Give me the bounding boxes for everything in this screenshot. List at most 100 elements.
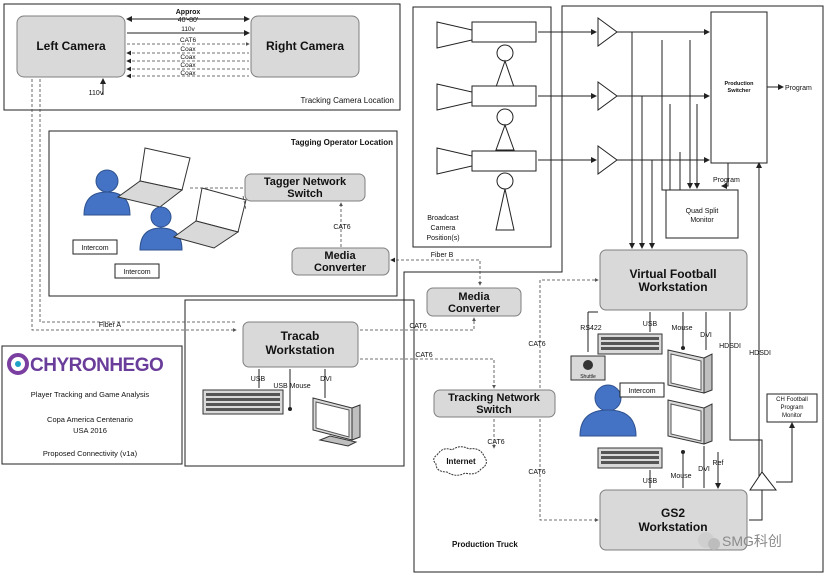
- link-coax-3-label: Coax: [180, 62, 196, 69]
- intercom-1-label: Intercom: [81, 245, 108, 252]
- mouse-icon-vfw: [681, 346, 685, 350]
- mouse-icon-gs2: [681, 450, 685, 454]
- link-110v-label: 110v: [181, 26, 195, 33]
- tagger-switch-label-2: Switch: [287, 188, 323, 200]
- rs422-label: RS422: [580, 325, 602, 332]
- brand-line-1: Player Tracking and Game Analysis: [31, 390, 150, 399]
- chyronhego-logo-text: CHYRONHEGO: [30, 355, 163, 376]
- ch-monitor-box: [766, 393, 818, 423]
- da1-to-vfw: [617, 31, 635, 249]
- left-camera-box: [16, 15, 126, 78]
- quad-split-label-2: Monitor: [690, 217, 714, 224]
- media-converter-tag-box: [291, 247, 390, 276]
- gs2-label-2: Workstation: [638, 520, 707, 534]
- camera-distance-line1: Approx: [176, 9, 201, 16]
- cat6-lower-label: CAT6: [528, 469, 545, 476]
- link-cat6-label: CAT6: [180, 37, 197, 44]
- cat6-tracab-switch-line: [360, 358, 496, 389]
- link-coax-4-label: Coax: [180, 70, 196, 77]
- shuttle-label: Shuttle: [580, 374, 596, 380]
- dvi-gs2-label: DVI: [698, 466, 710, 473]
- chyronhego-logo-icon: [7, 353, 29, 375]
- gs2-to-amp: [749, 490, 763, 521]
- tracking-switch-label-2: Switch: [476, 404, 512, 416]
- switcher-to-quad: [721, 163, 729, 189]
- laptop-icon-2: [172, 187, 247, 249]
- da1-to-quad: [661, 40, 684, 191]
- vfw-label-2: Workstation: [638, 280, 707, 294]
- tracab-label-1: Tracab: [281, 329, 320, 343]
- cat6-switch-internet-label: CAT6: [487, 439, 504, 446]
- production-switcher-label-2: Switcher: [728, 88, 752, 94]
- media-converter-tag-label-1: Media: [324, 250, 356, 262]
- cat6-tracab-switch-label: CAT6: [415, 352, 432, 359]
- program-out-label: Program: [785, 85, 812, 92]
- hdsdi-1-label: HDSDI: [719, 343, 741, 350]
- brand-line-3: USA 2016: [73, 426, 107, 435]
- vfw-label-1: Virtual Football: [629, 267, 716, 281]
- link-coax-1-label: Coax: [180, 46, 196, 53]
- fiber-b-line: [390, 257, 482, 286]
- tagger-laptop2-link: [242, 195, 247, 211]
- brand-line-4: Proposed Connectivity (v1a): [43, 449, 138, 458]
- quad-split-box: [665, 189, 739, 239]
- mouse-icon-tracab: [288, 407, 292, 411]
- fiber-a-line: [31, 79, 237, 332]
- keyboard-icon-tracab: [202, 389, 284, 415]
- keyboard-icon-gs2: [597, 447, 663, 469]
- hdsdi-1-line: [729, 312, 763, 484]
- right-camera-label: Right Camera: [266, 39, 344, 53]
- media-converter-tag-label-2: Converter: [314, 262, 367, 274]
- quad-split-label-1: Quad Split: [686, 208, 719, 215]
- intercom-3-label: Intercom: [628, 388, 655, 395]
- output-amp-icon: [749, 471, 778, 491]
- link-coax-2-label: Coax: [180, 54, 196, 61]
- brand-box: [1, 345, 183, 465]
- mouse-vfw-label: Mouse: [671, 325, 692, 332]
- media-converter-truck-label-2: Converter: [448, 303, 501, 315]
- brand-line-2: Copa America Centenario: [47, 415, 133, 424]
- laptop-icon-1: [116, 147, 191, 208]
- operator-person-icon-1: [83, 169, 131, 216]
- tagger-switch-label-1: Tagger Network: [264, 176, 347, 188]
- monitor-icon-gs2: [667, 399, 713, 445]
- intercom-3-box: [619, 382, 665, 398]
- cat6-gs2-line: [539, 419, 599, 522]
- dvi-tracab-label: DVI: [320, 376, 332, 383]
- ch-monitor-label-1: CH Football: [776, 397, 808, 403]
- media-converter-truck-label-1: Media: [458, 291, 490, 303]
- usb-tracab-label: USB: [251, 376, 266, 383]
- tracking-switch-label-1: Tracking Network: [448, 392, 541, 404]
- cat6-tracab-mc-line: [360, 317, 476, 331]
- vfw-box: [599, 249, 748, 311]
- right-camera-box: [250, 15, 360, 78]
- monitor-icon-tracab: [312, 397, 361, 447]
- fiber-a-label: Fiber A: [99, 322, 122, 329]
- production-truck-label: Production Truck: [452, 540, 518, 549]
- tracking-camera-region-label: Tracking Camera Location: [300, 96, 394, 105]
- amp-to-ch-monitor: [776, 422, 795, 483]
- camera-power-label: 110v: [89, 90, 104, 97]
- operator-person-icon-2: [139, 206, 183, 251]
- fiber-a-line-2: [39, 79, 236, 323]
- hdsdi-2-label: HDSDI: [749, 350, 771, 357]
- broadcast-camera-label-1: Broadcast: [427, 215, 459, 222]
- watermark-text: SMG科创: [722, 533, 782, 549]
- tagger-switch-box: [244, 173, 366, 202]
- internet-cloud-icon: [433, 446, 487, 476]
- watermark-icon: [698, 532, 720, 550]
- cat6-left-vertical-label: CAT6: [528, 341, 545, 348]
- left-camera-label: Left Camera: [36, 39, 106, 53]
- dvi-vfw-label: DVI: [700, 332, 712, 339]
- tagging-operator-region-label: Tagging Operator Location: [291, 138, 393, 147]
- distribution-amp-1-icon: [597, 17, 618, 47]
- monitor-icon-vfw: [667, 349, 713, 394]
- gs2-label-1: GS2: [661, 506, 685, 520]
- mouse-gs2-label: Mouse: [670, 473, 691, 480]
- internet-label: Internet: [446, 457, 476, 466]
- broadcast-camera-label-2: Camera: [431, 225, 456, 232]
- broadcast-camera-label-3: Position(s): [426, 235, 459, 242]
- program-label: Program: [713, 177, 740, 184]
- camera-distance-line2: 40'-80': [178, 17, 199, 24]
